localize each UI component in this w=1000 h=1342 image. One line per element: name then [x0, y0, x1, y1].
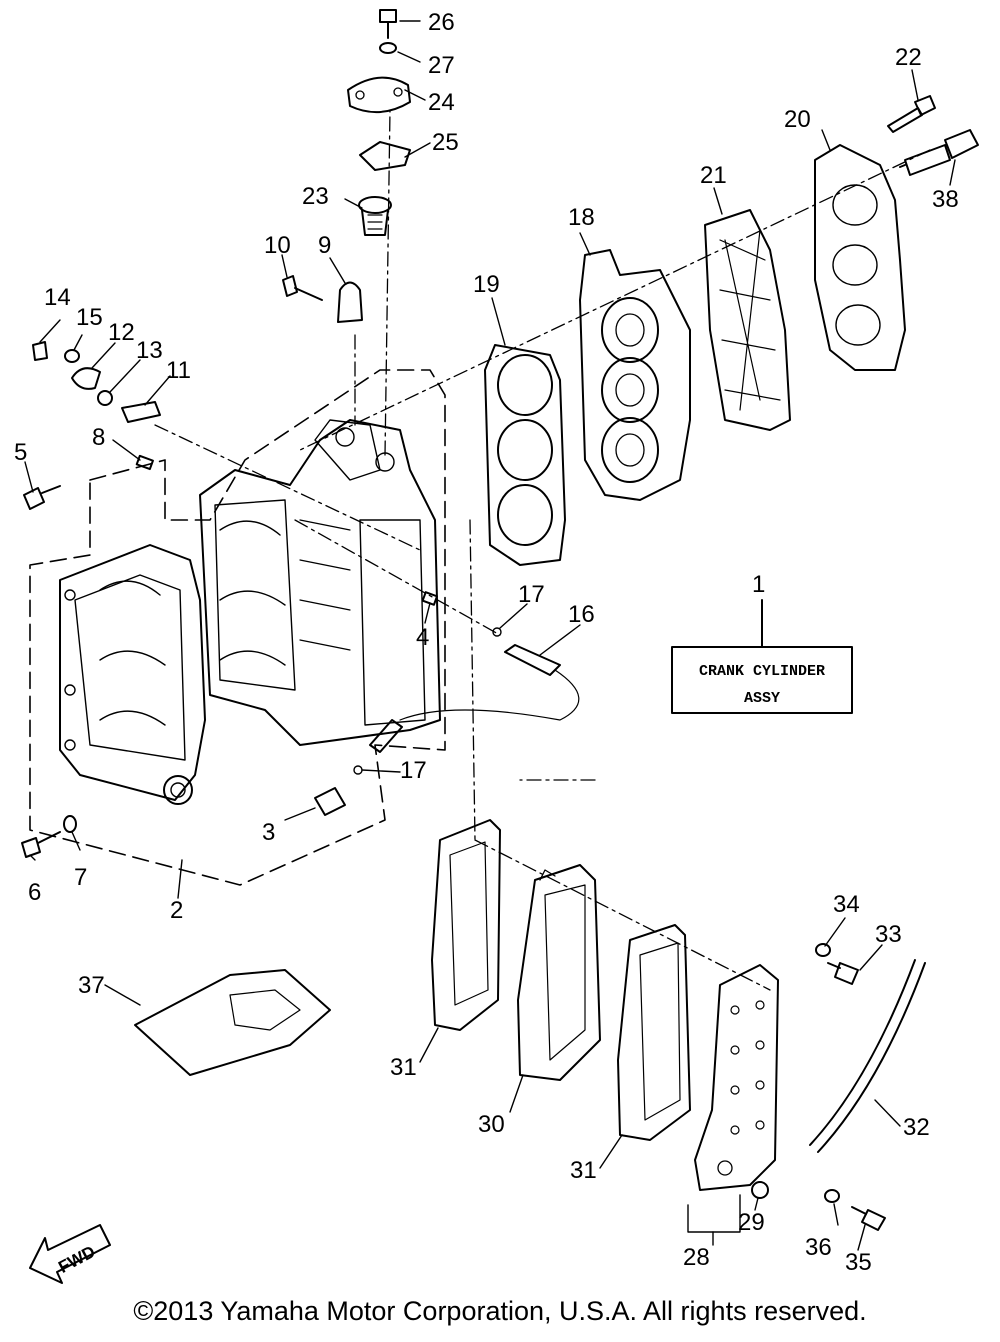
- callout-32: 32: [903, 1114, 930, 1141]
- callout-17a: 17: [518, 581, 545, 608]
- callout-14: 14: [44, 284, 71, 311]
- dowel-8-part: [135, 454, 154, 471]
- callout-19: 19: [473, 271, 500, 298]
- callout-16: 16: [568, 601, 595, 628]
- callout-24: 24: [428, 89, 455, 116]
- bolt-33-part: [827, 962, 859, 985]
- exhaust-gasket-31b-part: [617, 924, 691, 1141]
- callout-23: 23: [302, 183, 329, 210]
- exhaust-gasket-31a-part: [431, 819, 501, 1031]
- callout-20: 20: [784, 106, 811, 133]
- callout-31a: 31: [390, 1054, 417, 1081]
- bolt-10-part: [282, 275, 323, 301]
- crankcase-part: [59, 544, 206, 805]
- callout-11: 11: [166, 357, 191, 384]
- dowel-4-part: [421, 591, 439, 606]
- callout-9: 9: [318, 232, 331, 259]
- head-gasket-part: [484, 344, 566, 566]
- callout-33: 33: [875, 921, 902, 948]
- bolt-22-part: [887, 95, 936, 133]
- bolt-6-part: [21, 831, 61, 858]
- callout-18: 18: [568, 204, 595, 231]
- head-cover-part: [814, 144, 906, 371]
- fwd-arrow-icon: [29, 1224, 111, 1284]
- thermostat-cover-part: [347, 76, 411, 114]
- bolt-35-part: [851, 1206, 886, 1231]
- assembly-box-line2: ASSY: [744, 690, 780, 707]
- callout-35: 35: [845, 1249, 872, 1276]
- callout-10: 10: [264, 232, 291, 259]
- washer-7-part: [63, 815, 77, 833]
- callout-31b: 31: [570, 1157, 597, 1184]
- callout-6: 6: [28, 879, 41, 906]
- callout-30: 30: [478, 1111, 505, 1138]
- assembly-box-line1: CRANK CYLINDER: [699, 663, 825, 680]
- washer-34-part: [815, 943, 831, 957]
- callout-36: 36: [805, 1234, 832, 1261]
- fitting-3-part: [314, 787, 346, 816]
- alignment-lines: [154, 109, 931, 991]
- cylinder-head-part: [579, 249, 691, 501]
- exhaust-cover-part: [694, 964, 779, 1191]
- callout-15: 15: [76, 304, 103, 331]
- washer-27-part: [379, 42, 397, 54]
- callout-37: 37: [78, 972, 105, 999]
- exhaust-plate-30-part: [517, 864, 601, 1081]
- clip-17b-part: [353, 765, 363, 775]
- bolt-14-part: [32, 341, 48, 361]
- callout-7: 7: [74, 864, 87, 891]
- fwd-label: FWD: [55, 1242, 98, 1277]
- callout-27: 27: [428, 52, 455, 79]
- clip-17a-part: [492, 627, 502, 637]
- hose-16-part: [369, 644, 580, 753]
- plate-12-part: [71, 367, 101, 390]
- callout-34: 34: [833, 891, 860, 918]
- callout-13: 13: [136, 337, 163, 364]
- spark-plug-part: [899, 129, 979, 176]
- callout-8: 8: [92, 424, 105, 451]
- callout-17b: 17: [400, 757, 427, 784]
- callout-21: 21: [700, 162, 727, 189]
- callout-26: 26: [428, 9, 455, 36]
- part-11: [121, 401, 161, 423]
- anode-holder-part: [337, 281, 363, 323]
- base-gasket-part: [134, 969, 331, 1076]
- cylinder-block-part: [199, 419, 441, 746]
- cover-gasket-part: [359, 141, 411, 171]
- copyright-notice: ©2013 Yamaha Motor Corporation, U.S.A. A…: [133, 1296, 867, 1326]
- callout-5: 5: [14, 439, 27, 466]
- callout-22: 22: [895, 44, 922, 71]
- assembly-2-boundary: [29, 369, 446, 886]
- callout-29: 29: [738, 1209, 765, 1236]
- callout-2: 2: [170, 897, 183, 924]
- head-cover-gasket-part: [704, 209, 791, 431]
- callout-12: 12: [108, 319, 135, 346]
- callout-labels: 1 2 3 4 5 6 7 8 9 10 11 12 13 14 15 16 1…: [14, 9, 959, 1276]
- callout-38: 38: [932, 186, 959, 213]
- thermostat-part: [358, 196, 392, 236]
- washer-36-part: [824, 1189, 840, 1203]
- part-29: [751, 1181, 769, 1199]
- part-13: [97, 390, 113, 406]
- callout-4: 4: [416, 624, 429, 651]
- callout-25: 25: [432, 129, 459, 156]
- leader-lines: [24, 20, 956, 1251]
- callout-3: 3: [262, 819, 275, 846]
- callout-1: 1: [752, 571, 765, 598]
- callout-28: 28: [683, 1244, 710, 1271]
- bolt-5-part: [23, 485, 61, 510]
- washer-15-part: [64, 349, 80, 363]
- bolt-26-part: [379, 9, 397, 39]
- hose-32-part: [809, 959, 916, 1146]
